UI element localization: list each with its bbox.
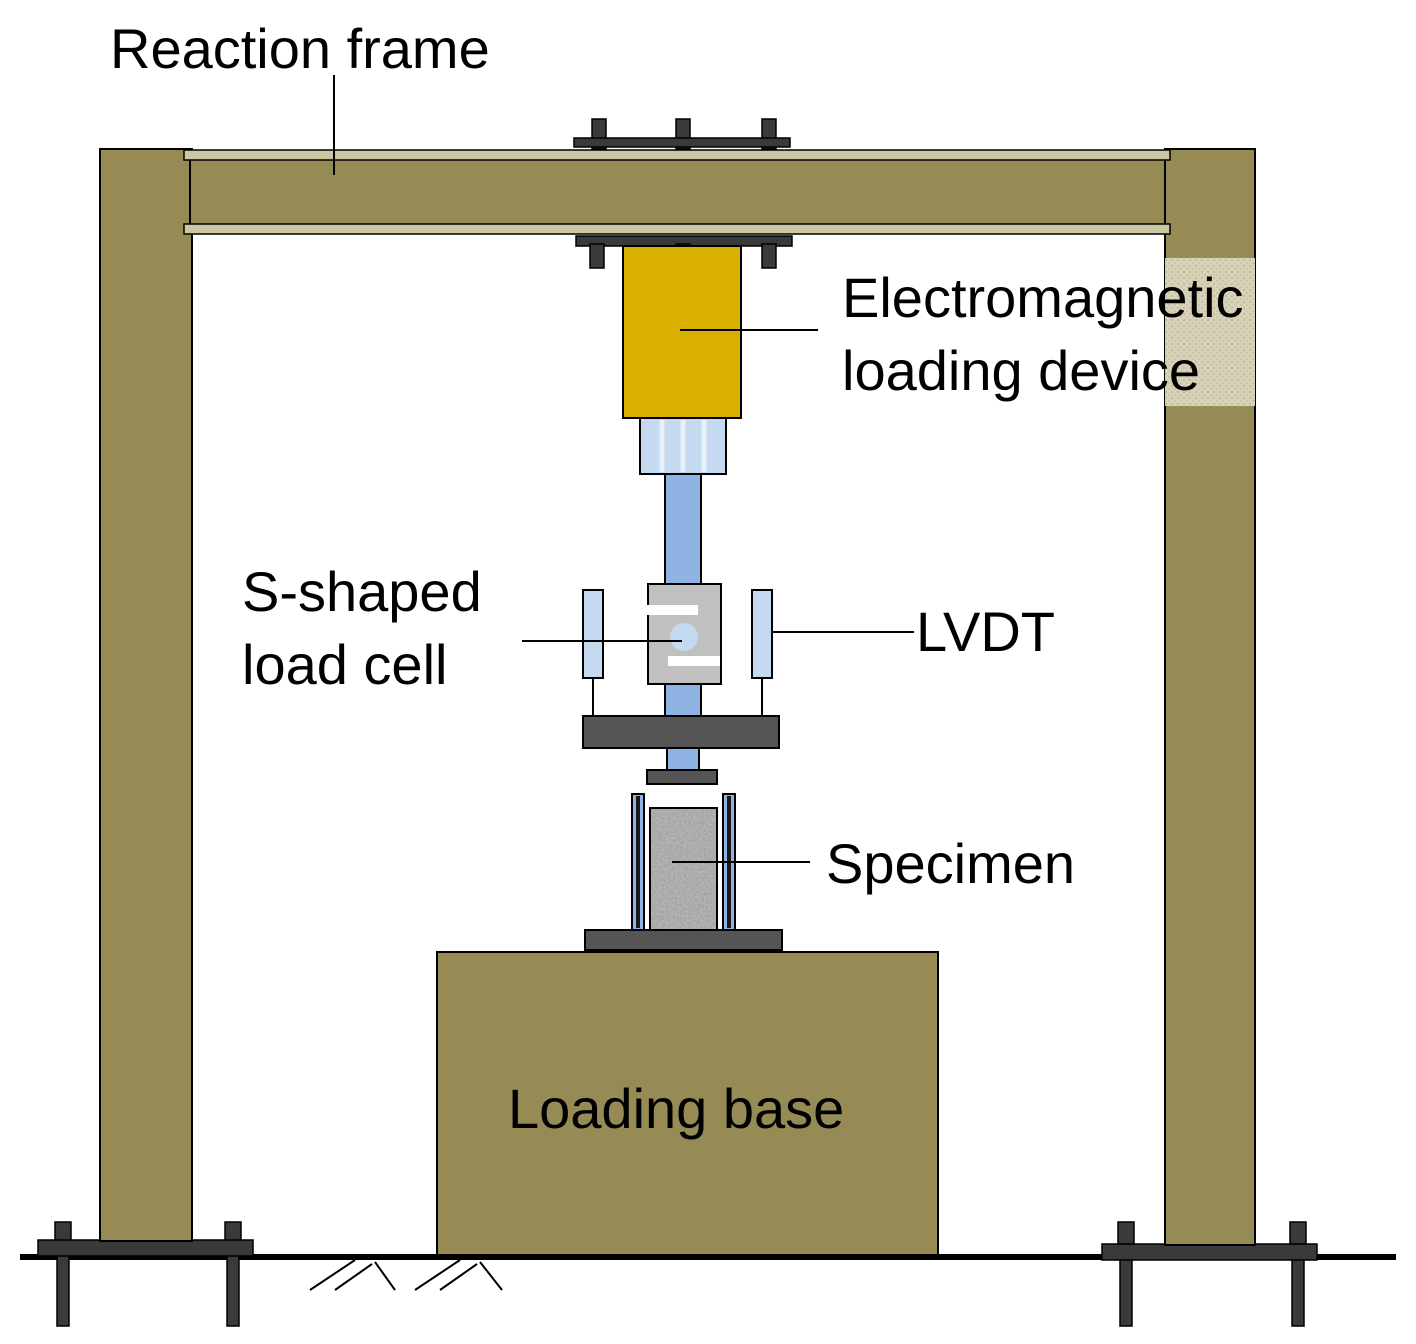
lvdt-label: LVDT	[916, 600, 1055, 663]
electromagnetic-label-line1: Electromagnetic	[842, 266, 1244, 329]
loading-base	[436, 951, 939, 1256]
loading-base-label: Loading base	[508, 1077, 845, 1140]
reaction-frame-beam	[183, 149, 1171, 235]
loading-head	[646, 769, 718, 785]
loading-rod-lower	[666, 747, 700, 771]
specimen-label: Specimen	[826, 832, 1076, 895]
right-base-plate	[1101, 1221, 1318, 1327]
electromagnetic-label-line2: loading device	[842, 339, 1201, 402]
actuator-coupler	[639, 417, 727, 475]
column-highlight	[1165, 258, 1255, 406]
load-cell-label-line2: load cell	[242, 633, 448, 696]
loading-rod-upper	[664, 473, 702, 585]
electromagnetic-loading-device	[622, 245, 742, 419]
s-shaped-load-cell	[646, 583, 722, 685]
loading-rod-middle	[664, 683, 702, 719]
left-column	[99, 148, 193, 1242]
leader-lines	[333, 75, 914, 863]
specimen	[649, 807, 718, 931]
reaction-frame-label: Reaction frame	[110, 17, 490, 80]
left-base-plate	[37, 1221, 254, 1327]
lvdt-cross-plate	[582, 715, 780, 749]
lvdt-left	[582, 589, 604, 716]
specimen-base-plate	[584, 929, 783, 951]
lvdt-right	[751, 589, 773, 716]
load-cell-label-line1: S-shaped	[242, 560, 482, 623]
ground-hatch	[309, 1259, 503, 1291]
top-bolt-plate	[573, 118, 791, 150]
